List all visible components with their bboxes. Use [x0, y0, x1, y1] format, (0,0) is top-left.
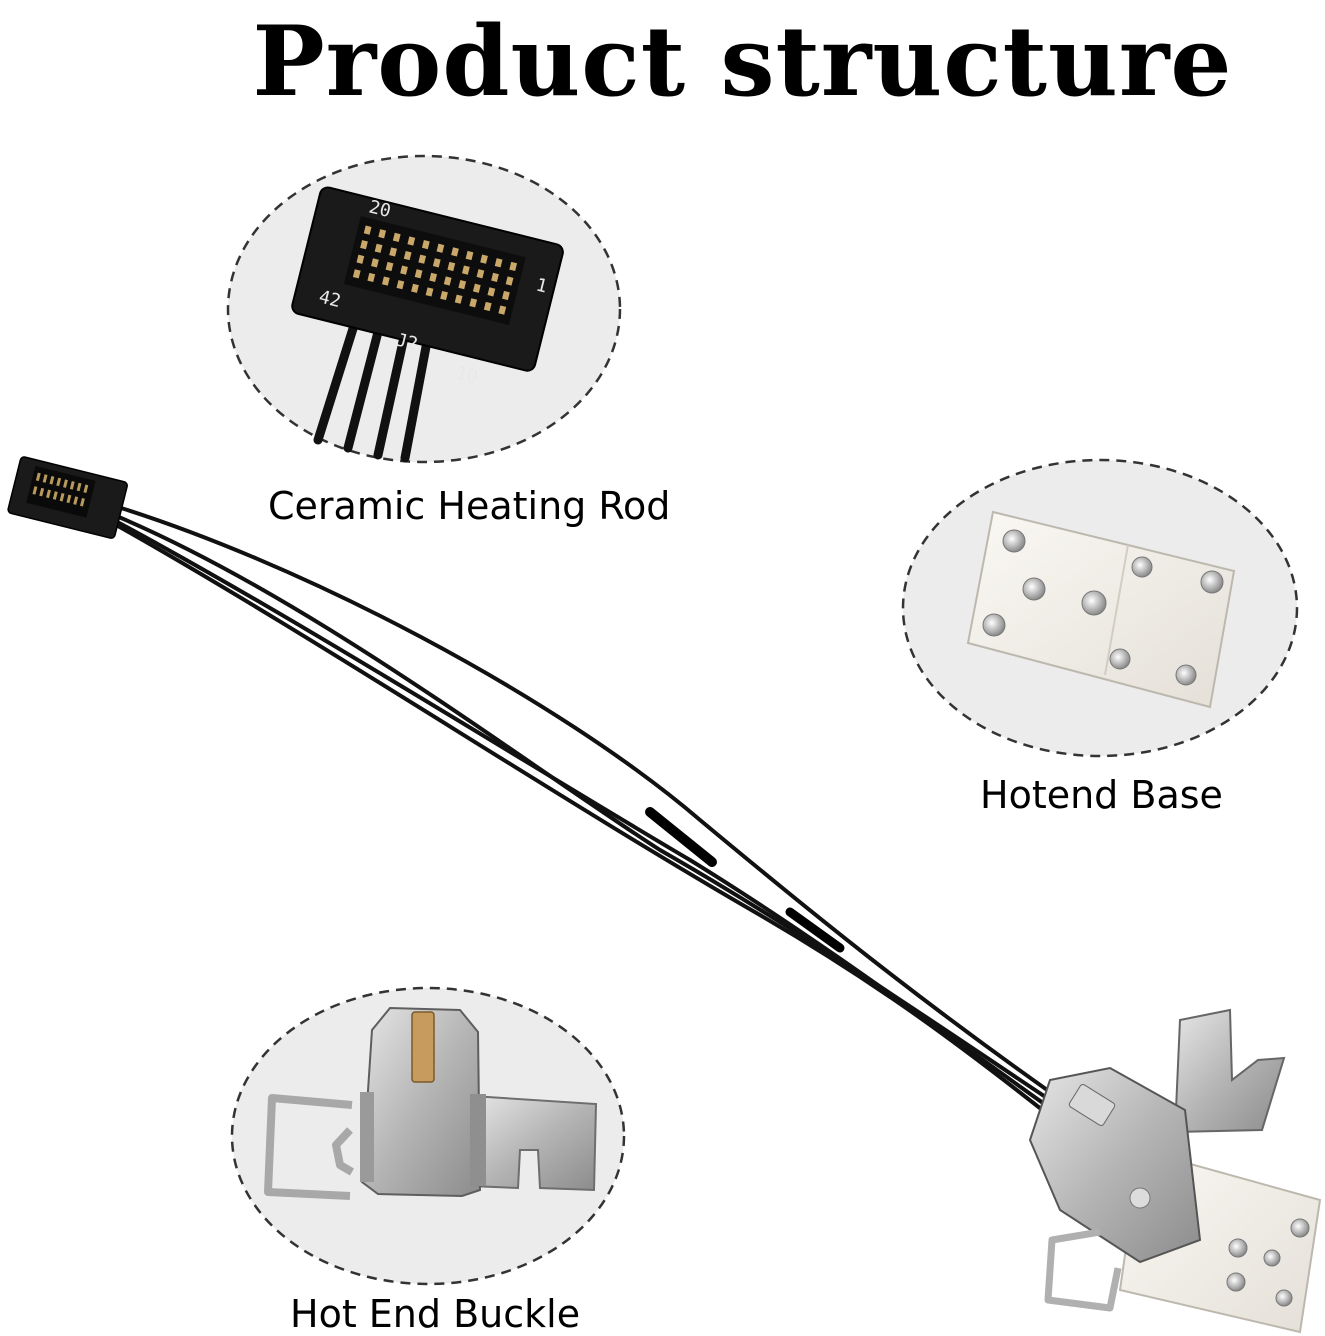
callout-bubble-heating-rod: 20 42 1 J2 10 — [226, 154, 622, 464]
connector-pin — [432, 258, 441, 268]
connector-pin — [352, 269, 361, 279]
connector-pin — [443, 276, 452, 286]
connector-pin — [425, 287, 434, 297]
connector-pin — [494, 258, 503, 268]
connector-pin — [63, 479, 68, 488]
connector-pin — [502, 290, 510, 301]
connector-pin — [371, 258, 379, 268]
heat-shrink-sleeve — [645, 807, 717, 867]
callout-bubble-hot-end-buckle — [230, 986, 626, 1286]
connector-pin — [498, 305, 507, 315]
connector-pin — [80, 498, 85, 507]
connector-pin — [483, 301, 492, 312]
connector-pin — [374, 243, 383, 253]
connector-pin — [447, 261, 456, 272]
connector-pin — [56, 477, 62, 487]
connector-pin — [480, 254, 488, 264]
connector-pin — [396, 280, 405, 290]
connector-pin — [400, 265, 408, 275]
callout-label-hot-end-buckle: Hot End Buckle — [290, 1292, 581, 1336]
connector-marking-top: 20 — [367, 196, 393, 222]
connector-marking-center: J2 — [394, 329, 420, 355]
connector-pin — [414, 269, 423, 279]
connector-pin — [421, 240, 430, 250]
connector-pin — [39, 487, 45, 497]
connector-pin — [429, 272, 438, 282]
connector-pin — [407, 236, 416, 246]
connector-pin — [73, 496, 79, 505]
cable-assembly — [7, 456, 1322, 1334]
connector-pin — [389, 247, 397, 257]
connector-pin — [476, 269, 485, 279]
connector-pin — [378, 229, 387, 239]
ribbon-connector-icon — [291, 186, 564, 372]
connector-pin — [367, 272, 376, 283]
connector-pin — [440, 290, 448, 301]
connector-pin — [509, 261, 518, 272]
connector-marking-left: 42 — [317, 286, 343, 312]
connector-pin — [66, 494, 72, 504]
hotend-assembly-icon — [1028, 1008, 1322, 1334]
callout-label-heating-rod: Ceramic Heating Rod — [268, 484, 671, 528]
connector-pin-grid — [352, 225, 518, 315]
connector-pin — [363, 225, 372, 235]
small-connector-icon — [7, 456, 128, 539]
connector-pin — [360, 240, 368, 250]
connector-pin — [403, 250, 412, 261]
connector-pin — [381, 276, 390, 286]
connector-pin — [487, 287, 496, 297]
connector-pin — [385, 261, 394, 272]
connector-pin — [411, 283, 419, 293]
connector-pin — [59, 492, 65, 502]
connector-pin — [469, 298, 478, 308]
cable-wires — [93, 498, 1052, 1118]
connector-pin — [458, 280, 467, 290]
connector-pin — [52, 491, 58, 500]
connector-pin — [465, 250, 474, 261]
connector-pin — [451, 247, 459, 257]
connector-pin — [392, 232, 401, 242]
callout-label-hotend-base: Hotend Base — [980, 773, 1223, 817]
connector-pin — [83, 484, 89, 493]
connector-pin — [418, 254, 427, 264]
metal-buckle-icon — [264, 1006, 598, 1200]
connector-pin — [505, 276, 514, 286]
connector-pin — [49, 475, 55, 485]
connector-pin — [462, 265, 470, 275]
connector-marking-bottom: 10 — [454, 362, 480, 388]
connector-pin — [472, 283, 481, 293]
connector-pin — [69, 481, 75, 490]
connector-pin — [32, 486, 38, 495]
heat-shrink-sleeve — [785, 907, 845, 953]
connector-pin — [436, 243, 445, 253]
connector-pin — [491, 272, 499, 282]
connector-marking-right: 1 — [534, 274, 550, 297]
connector-pin — [454, 294, 463, 304]
connector-pin — [76, 482, 82, 492]
connector-pin — [42, 474, 48, 483]
white-base-plate-icon — [966, 510, 1236, 709]
page-title: Product structure — [252, 5, 1233, 118]
connector-pin — [356, 254, 365, 264]
connector-pin — [46, 489, 51, 499]
connector-pin — [35, 472, 41, 482]
callout-bubble-hotend-base — [901, 458, 1299, 758]
